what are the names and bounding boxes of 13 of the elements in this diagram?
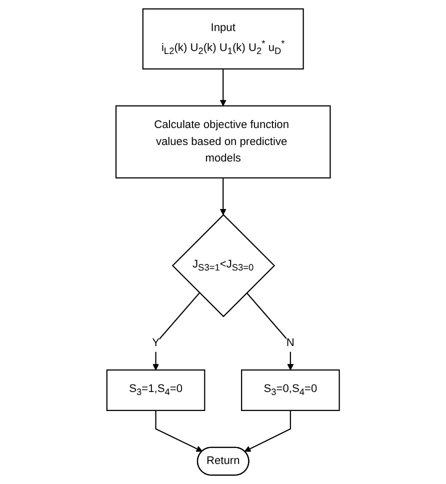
node-diamond (172, 214, 275, 318)
node-box (142, 8, 304, 70)
arrow (244, 410, 291, 452)
node-box (240, 369, 340, 411)
node-box (106, 369, 206, 411)
arrow (246, 292, 294, 370)
arrow (155, 410, 202, 452)
node-box (115, 105, 331, 178)
arrow (152, 292, 200, 370)
arrow (220, 178, 226, 216)
edge-label: Y (152, 336, 160, 349)
arrow (220, 68, 226, 106)
edge-label: N (286, 336, 294, 349)
